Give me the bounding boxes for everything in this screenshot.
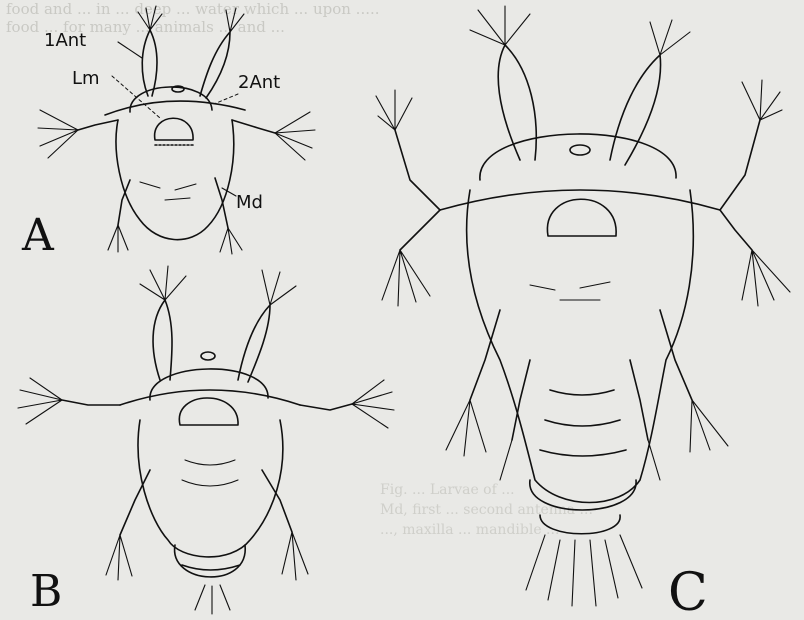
larva-b <box>18 266 394 614</box>
larva-c <box>376 6 790 606</box>
label-first-antenna: 1Ant <box>44 30 86 51</box>
label-labrum: Lm <box>72 68 100 89</box>
panel-letter-c: C <box>668 563 708 620</box>
label-mandible: Md <box>236 192 263 213</box>
label-second-antenna: 2Ant <box>238 72 280 93</box>
panel-letter-a: A <box>21 210 55 261</box>
panel-letter-b: B <box>30 566 62 617</box>
